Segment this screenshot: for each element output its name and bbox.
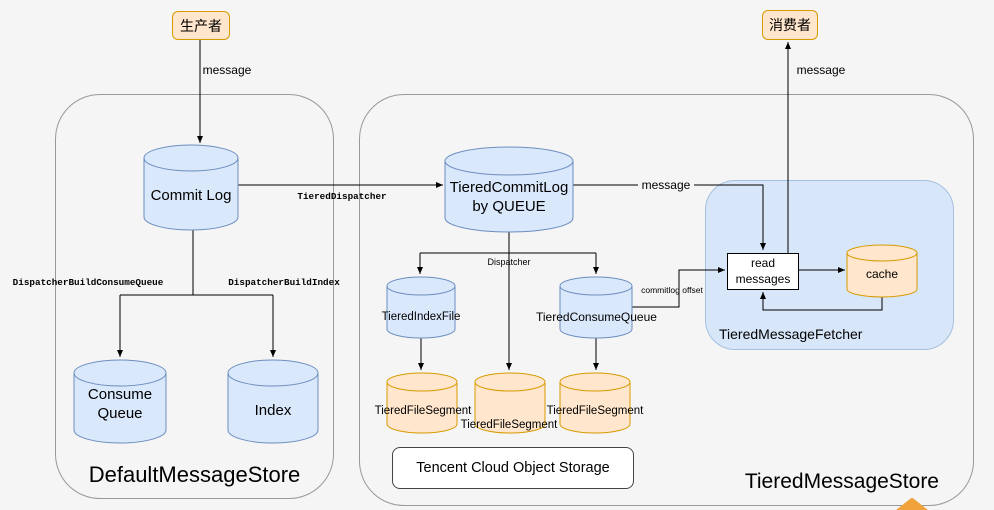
dispatcher-build-consume-queue-label: DispatcherBuildConsumeQueue <box>12 277 164 288</box>
producer-message-label: message <box>202 63 252 77</box>
consumer-message-label: message <box>796 63 846 77</box>
commit-log-label: Commit Log <box>150 187 232 204</box>
index-label: Index <box>254 402 292 419</box>
tiered-file-segment-1-label: TieredFileSegment <box>374 405 472 417</box>
producer-box: 生产者 <box>172 11 230 40</box>
producer-label: 生产者 <box>180 17 222 34</box>
tiered-commit-log-label: TieredCommitLog by QUEUE <box>449 179 569 215</box>
fetcher-message-label: message <box>638 179 694 192</box>
tiered-index-file-label: TieredIndexFile <box>381 311 461 323</box>
consume-queue-label: Consume Queue <box>87 386 153 422</box>
tiered-file-segment-2-label: TieredFileSegment <box>460 419 558 431</box>
tiered-message-fetcher-title: TieredMessageFetcher <box>719 326 863 342</box>
consumer-label: 消费者 <box>769 17 811 33</box>
tiered-message-store-title: TieredMessageStore <box>744 470 939 493</box>
consumer-box: 消费者 <box>762 10 818 40</box>
tiered-consume-queue-label: TieredConsumeQueue <box>536 310 657 324</box>
default-message-store-container: DefaultMessageStore <box>55 94 334 499</box>
tiered-message-store-container: TieredMessageStore <box>359 94 974 506</box>
dispatcher-build-index-label: DispatcherBuildIndex <box>228 277 340 288</box>
object-storage-label: Tencent Cloud Object Storage <box>416 460 610 476</box>
dispatcher-label: Dispatcher <box>487 257 531 267</box>
read-messages-box: read messages <box>727 253 799 290</box>
cache-label: cache <box>865 267 899 281</box>
commitlog-offset-label: commitlog offset <box>641 285 703 295</box>
default-message-store-title: DefaultMessageStore <box>88 462 301 487</box>
tiered-file-segment-3-label: TieredFileSegment <box>546 405 644 417</box>
tiered-dispatcher-label: TieredDispatcher <box>297 191 387 202</box>
object-storage-box: Tencent Cloud Object Storage <box>392 447 634 489</box>
